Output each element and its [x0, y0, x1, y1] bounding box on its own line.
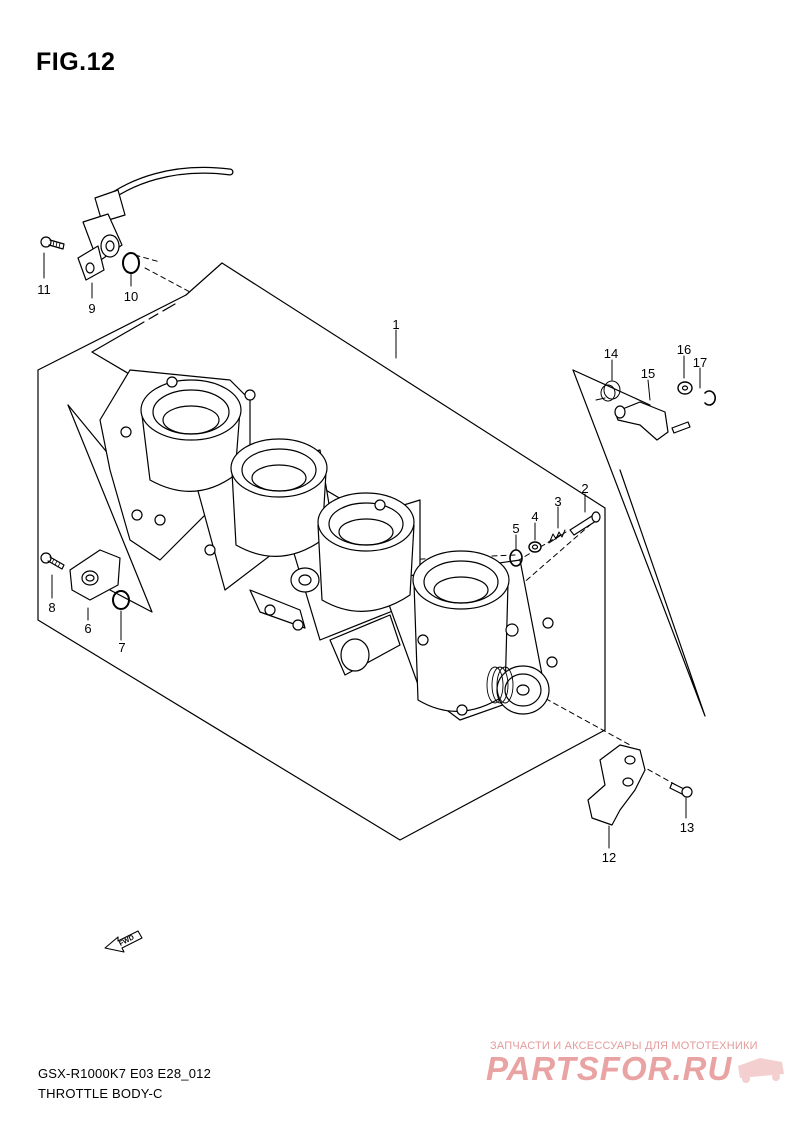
- callout-9: 9: [88, 301, 96, 316]
- callout-10: 10: [123, 289, 139, 304]
- washer-16: [677, 381, 693, 395]
- linkage-fittings: [120, 376, 558, 716]
- callout-13: 13: [679, 820, 695, 835]
- circlip-17: [704, 390, 716, 406]
- throttle-bore-2: [230, 438, 328, 557]
- return-spring: [486, 666, 514, 704]
- callout-ticks: [43, 252, 701, 849]
- throttle-bore-3: [317, 492, 415, 612]
- spring-14: [595, 380, 621, 402]
- lever-15: [614, 401, 691, 441]
- right-subgroup-edge: [572, 369, 651, 406]
- watermark-logo: PARTSFOR.RU: [486, 1050, 733, 1087]
- watermark-tagline: ЗАПЧАСТИ И АКСЕССУАРЫ ДЛЯ МОТОТЕХНИКИ: [490, 1040, 758, 1052]
- callout-12: 12: [601, 850, 617, 865]
- spring-3: [548, 529, 567, 544]
- figure-title: FIG.12: [36, 48, 116, 76]
- throttle-position-sensor: [77, 166, 234, 281]
- right-subgroup-outline: [572, 369, 706, 717]
- throttle-bore-1: [140, 379, 242, 492]
- callout-3: 3: [554, 494, 562, 509]
- o-ring-10: [122, 252, 140, 274]
- callout-14: 14: [603, 346, 619, 361]
- screw-13: [669, 782, 693, 798]
- callout-7: 7: [118, 640, 126, 655]
- callout-17: 17: [692, 355, 708, 370]
- left-subgroup-edge: [67, 404, 111, 457]
- callout-16: 16: [676, 342, 692, 357]
- callout-11: 11: [37, 282, 51, 297]
- callout-1: 1: [392, 317, 400, 332]
- throttle-bore-4: [412, 550, 510, 712]
- callout-6: 6: [84, 621, 92, 636]
- screw-2: [569, 511, 601, 536]
- left-subgroup-outline: [67, 404, 153, 613]
- footer-section-name: THROTTLE BODY-C: [38, 1086, 163, 1101]
- callout-8: 8: [48, 600, 56, 615]
- o-ring-7: [112, 590, 130, 610]
- watermark-car-icon: [738, 1058, 784, 1083]
- callout-5: 5: [512, 521, 520, 536]
- callout-2: 2: [581, 481, 589, 496]
- footer-model-code: GSX-R1000K7 E03 E28_012: [38, 1066, 211, 1081]
- throttle-body-assembly: [99, 369, 558, 721]
- sensor-bracket-6: [69, 549, 121, 601]
- callout-4: 4: [531, 509, 539, 524]
- callout-15: 15: [640, 366, 656, 381]
- cable-bracket-12: [587, 744, 646, 826]
- forward-direction-icon: FWD: [104, 930, 143, 953]
- washer-4: [528, 541, 542, 553]
- screw-11: [40, 236, 65, 250]
- screw-8: [40, 552, 65, 570]
